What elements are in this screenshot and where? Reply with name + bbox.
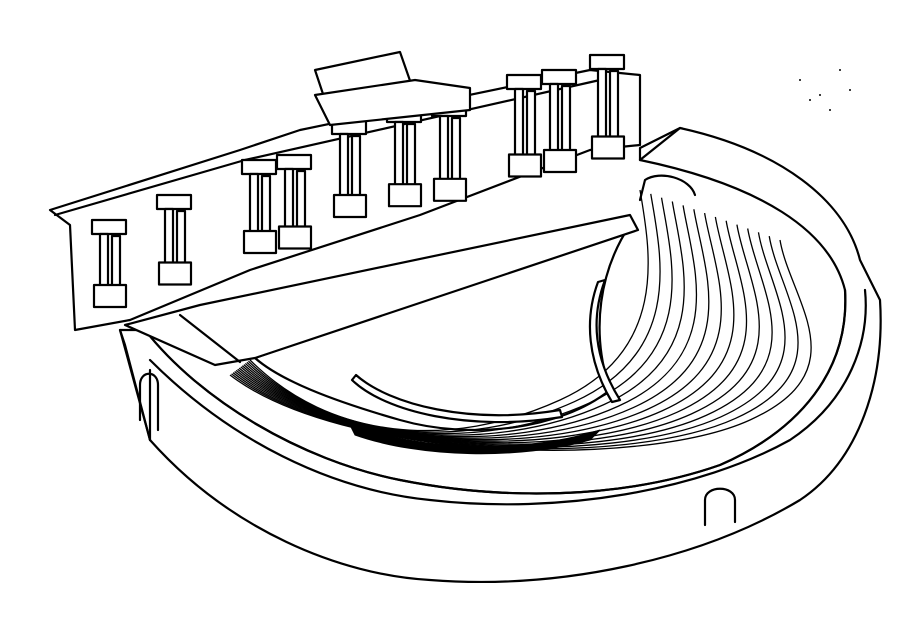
seat-row: [240, 212, 722, 441]
columns: [90, 53, 626, 309]
column: [540, 68, 578, 174]
seat-row: [234, 228, 773, 447]
arch-left: [138, 372, 160, 432]
column: [90, 218, 128, 309]
stage-platform: [123, 213, 640, 367]
outer-cavea-wall: [118, 126, 882, 583]
column: [155, 193, 193, 286]
column: [330, 118, 368, 219]
orchestra-arc-right: [588, 278, 622, 404]
stage-front: [178, 313, 242, 364]
central-pediment-roof: [313, 78, 472, 127]
orchestra-pit: [348, 424, 601, 455]
seat-row: [238, 216, 735, 442]
column: [588, 53, 626, 160]
column: [240, 158, 278, 255]
seat-row: [237, 220, 748, 444]
orchestra-arc: [350, 373, 564, 424]
column: [385, 106, 423, 208]
column: [275, 153, 313, 250]
seat-row: [235, 224, 760, 445]
seating-tiers: [229, 189, 812, 451]
orchestra-floor: [253, 223, 632, 432]
arch-right: [638, 174, 697, 202]
speckles: [799, 69, 851, 111]
arch-bottom: [703, 487, 737, 527]
